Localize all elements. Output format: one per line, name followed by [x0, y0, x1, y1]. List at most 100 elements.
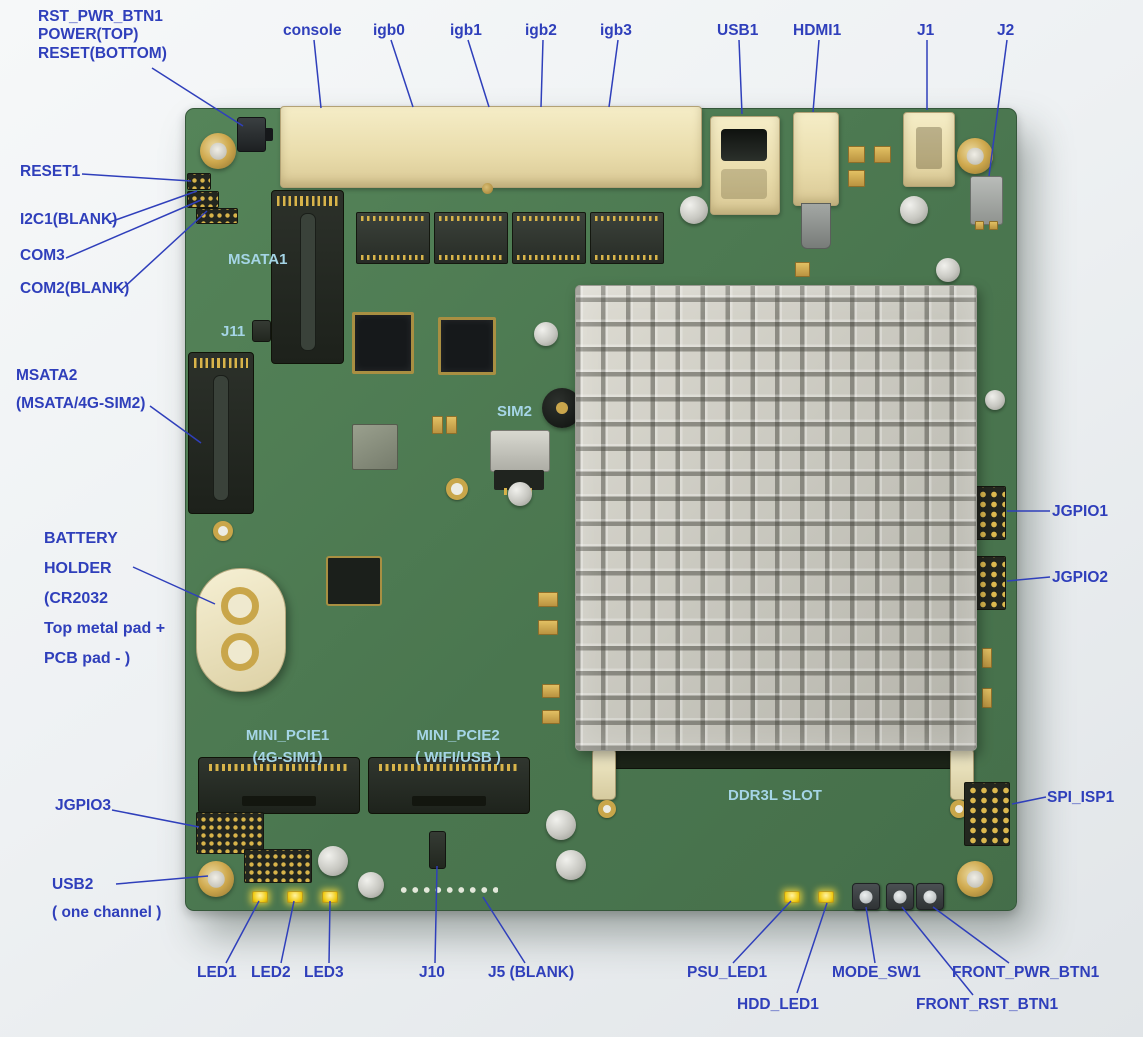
label-front-rst-btn1: FRONT_RST_BTN1 — [916, 996, 1059, 1013]
bank-screw — [482, 183, 493, 194]
front-rst-btn1 — [886, 883, 914, 910]
leader-line — [1011, 796, 1047, 805]
corner-screw — [198, 861, 234, 897]
capacitor — [556, 850, 586, 880]
board-label-mini-pcie2: MINI_PCIE2 ( WIFI/USB ) — [415, 727, 501, 766]
hdd-led1 — [818, 891, 834, 903]
label-j10: J10 — [419, 964, 445, 981]
battery-pad — [221, 587, 259, 625]
qfp-chip — [352, 312, 414, 374]
label-rst-pwr-btn1: RST_PWR_BTN1 POWER(TOP) RESET(BOTTOM) — [38, 8, 167, 62]
gold-pad — [446, 416, 457, 434]
reset1-header — [187, 173, 211, 190]
label-front-pwr-btn1: FRONT_PWR_BTN1 — [952, 964, 1100, 981]
label-msata2: MSATA2 (MSATA/4G-SIM2) — [16, 367, 146, 412]
corner-screw — [200, 133, 236, 169]
j10-connector — [429, 831, 446, 869]
qfn-chip — [326, 556, 382, 606]
qfp-chip — [438, 317, 496, 375]
screw-head — [966, 870, 984, 888]
rst-pwr-button — [237, 117, 273, 152]
leader-line — [865, 906, 876, 964]
gold-pad — [874, 146, 891, 163]
leader-line — [932, 906, 1010, 964]
label-psu-led1: PSU_LED1 — [687, 964, 768, 981]
gold-pad — [432, 416, 443, 434]
label-com2: COM2(BLANK) — [20, 280, 130, 297]
standoff — [508, 482, 532, 506]
capacitor — [318, 846, 348, 876]
j11-connector — [252, 320, 271, 342]
mount-hole — [213, 521, 233, 541]
label-hdd-led1: HDD_LED1 — [737, 996, 819, 1013]
label-spi-isp1: SPI_ISP1 — [1047, 789, 1115, 806]
label-j2: J2 — [997, 22, 1015, 39]
label-j5: J5 (BLANK) — [488, 964, 575, 981]
label-igb1: igb1 — [450, 22, 482, 39]
lan-port-bank — [280, 106, 702, 188]
battery-holder — [196, 568, 286, 692]
label-reset1: RESET1 — [20, 163, 81, 180]
j2-pin — [989, 221, 998, 230]
sim2-socket-base — [494, 470, 544, 490]
label-jgpio3: JGPIO3 — [55, 797, 111, 814]
gold-pad — [848, 170, 865, 187]
capacitor — [546, 810, 576, 840]
j2-pin — [975, 221, 984, 230]
label-mode-sw1: MODE_SW1 — [832, 964, 921, 981]
mount-hole — [598, 800, 616, 818]
standoff — [534, 322, 558, 346]
leader-line — [467, 39, 490, 108]
board-label-mini-pcie1: MINI_PCIE1 (4G-SIM1) — [245, 727, 330, 766]
gold-pad — [542, 710, 560, 724]
screw-head — [966, 147, 984, 165]
label-com3: COM3 — [20, 247, 65, 264]
label-i2c1: I2C1(BLANK) — [20, 211, 118, 228]
ddr-latch — [592, 748, 616, 800]
capacitor — [900, 196, 928, 224]
gold-pad — [795, 262, 810, 277]
screw-head — [207, 870, 225, 888]
leader-line — [540, 39, 544, 108]
usb2-header — [244, 849, 312, 883]
label-console: console — [283, 22, 342, 39]
leader-line — [796, 902, 828, 994]
psu-led1 — [784, 891, 800, 903]
label-hdmi1: HDMI1 — [793, 22, 842, 39]
msata1-socket — [271, 190, 344, 364]
hdmi1-tail — [801, 203, 831, 249]
mode-sw1 — [852, 883, 880, 910]
label-igb0: igb0 — [373, 22, 405, 39]
leader-line — [608, 39, 619, 108]
j5-blank-pads — [396, 882, 498, 896]
led1 — [252, 891, 268, 903]
hdmi1-port — [793, 112, 839, 206]
capacitor — [358, 872, 384, 898]
screw-head — [209, 142, 227, 160]
ddr3l-slot — [597, 749, 973, 769]
j1-power-connector — [903, 112, 955, 187]
gold-pad — [538, 592, 558, 607]
jgpio2-header — [974, 556, 1006, 610]
leader-line — [81, 173, 192, 182]
lan-magnetics-module — [356, 212, 430, 264]
board-label-sim2: SIM2 — [497, 403, 533, 420]
spi-isp1-header — [964, 782, 1010, 846]
j2-connector — [970, 176, 1003, 225]
led2 — [287, 891, 303, 903]
board-label-msata1: MSATA1 — [228, 251, 288, 268]
label-igb2: igb2 — [525, 22, 557, 39]
corner-screw — [957, 861, 993, 897]
gold-pad — [982, 648, 992, 668]
leader-line — [109, 190, 198, 223]
gold-pad — [848, 146, 865, 163]
led3 — [322, 891, 338, 903]
battery-pad — [221, 633, 259, 671]
mount-hole — [446, 478, 468, 500]
board-label-ddr3l-slot: DDR3L SLOT — [728, 787, 822, 804]
label-igb3: igb3 — [600, 22, 632, 39]
label-j1: J1 — [917, 22, 935, 39]
lan-magnetics-module — [590, 212, 664, 264]
jgpio1-header — [974, 486, 1006, 540]
